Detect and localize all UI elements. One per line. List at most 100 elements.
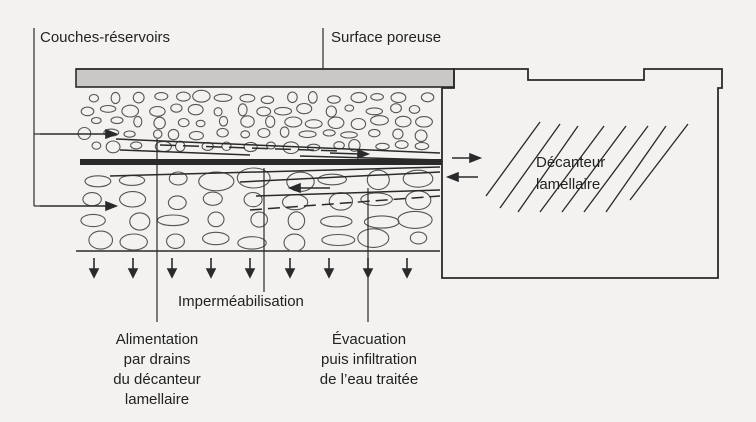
pebble <box>402 169 434 188</box>
pebble <box>207 211 225 228</box>
pebble <box>320 215 353 228</box>
pebble <box>88 230 114 250</box>
pebble <box>348 138 361 152</box>
pebble <box>80 213 106 228</box>
pebble <box>236 167 271 189</box>
drain-lines <box>109 138 441 211</box>
gravel-pebbles <box>77 89 435 252</box>
pebble <box>88 93 100 103</box>
impermeabilisation-label: Imperméabilisation <box>178 293 304 310</box>
pebble <box>154 92 169 101</box>
leader-lines <box>33 28 369 322</box>
pebble <box>409 231 428 245</box>
pebble <box>394 115 412 128</box>
pebble <box>154 140 172 153</box>
pebble <box>105 140 121 154</box>
infiltration-arrow-head <box>166 268 178 279</box>
alimentation-label-line4: lamellaire <box>125 391 189 408</box>
pebble <box>82 192 102 207</box>
pebble <box>99 104 117 113</box>
pebble <box>192 89 211 103</box>
porous-surface-layer <box>75 68 455 88</box>
pebble <box>256 106 272 117</box>
pebble <box>307 91 318 104</box>
pebble <box>317 173 347 186</box>
pebble <box>327 116 345 130</box>
pebble <box>415 116 433 128</box>
pebble <box>129 212 151 231</box>
pebble <box>298 130 317 139</box>
alimentation-label-line3: du décanteur <box>113 371 201 388</box>
pebble <box>322 129 336 137</box>
infiltration-arrow-head <box>323 268 335 279</box>
pebble <box>375 142 390 151</box>
pebble <box>257 127 271 139</box>
pebble <box>167 195 187 211</box>
pebble <box>195 119 206 128</box>
pebble <box>149 105 166 117</box>
pebble <box>325 105 337 118</box>
pebble <box>390 92 407 104</box>
pebble <box>80 106 95 117</box>
pebble <box>133 115 143 128</box>
infiltration-arrow-head <box>205 268 217 279</box>
pebble <box>119 191 147 208</box>
pebble <box>177 117 190 128</box>
pebble <box>250 211 269 228</box>
pebble <box>260 95 275 105</box>
pebble <box>414 129 428 143</box>
pebble <box>156 214 190 227</box>
pebble <box>90 116 102 125</box>
pebble <box>198 171 235 192</box>
decanteur-label-line1: Décanteur <box>536 154 605 171</box>
pebble <box>237 103 248 117</box>
pebble <box>237 236 267 250</box>
decanteur-label-line2: lamellaire <box>536 176 600 193</box>
pebble <box>118 174 146 186</box>
pebble <box>265 115 276 128</box>
pebble <box>168 171 188 186</box>
pebble <box>420 92 435 103</box>
pebble <box>350 92 368 104</box>
pebble <box>366 169 390 191</box>
pebble <box>414 141 430 151</box>
surface-poreuse-label: Surface poreuse <box>331 29 441 46</box>
pebble <box>363 215 400 229</box>
pebble <box>170 103 183 113</box>
pebble <box>91 141 102 150</box>
pebble <box>213 107 223 117</box>
pebble <box>213 93 233 102</box>
evacuation-label-line2: puis infiltration <box>321 351 417 368</box>
pebble <box>130 141 143 150</box>
pebble <box>284 116 303 128</box>
pebble <box>110 91 121 105</box>
pebble <box>202 231 230 246</box>
pebble <box>152 129 163 139</box>
pebble <box>368 128 381 138</box>
impermeable-membrane <box>80 159 442 165</box>
pebble <box>287 211 306 231</box>
pebble <box>243 141 258 153</box>
pebble <box>365 107 384 116</box>
pebble <box>119 233 148 251</box>
pebble <box>326 95 341 104</box>
pebble <box>218 115 229 127</box>
pebble <box>370 115 389 126</box>
pebble <box>283 233 306 252</box>
infiltration-arrow-head <box>88 268 100 279</box>
pebble <box>166 233 185 249</box>
pebble <box>273 106 293 116</box>
alimentation-label-line1: Alimentation <box>116 331 199 348</box>
pebble <box>392 128 404 140</box>
pebble <box>216 127 229 138</box>
couches-reservoirs-label: Couches-réservoirs <box>40 29 170 46</box>
evacuation-label-line1: Évacuation <box>332 331 406 348</box>
pebble <box>240 130 251 139</box>
infiltration-arrow-head <box>401 268 413 279</box>
pebble <box>239 93 256 103</box>
pebble <box>167 128 180 141</box>
pebble <box>202 191 223 206</box>
pebble <box>296 102 313 115</box>
